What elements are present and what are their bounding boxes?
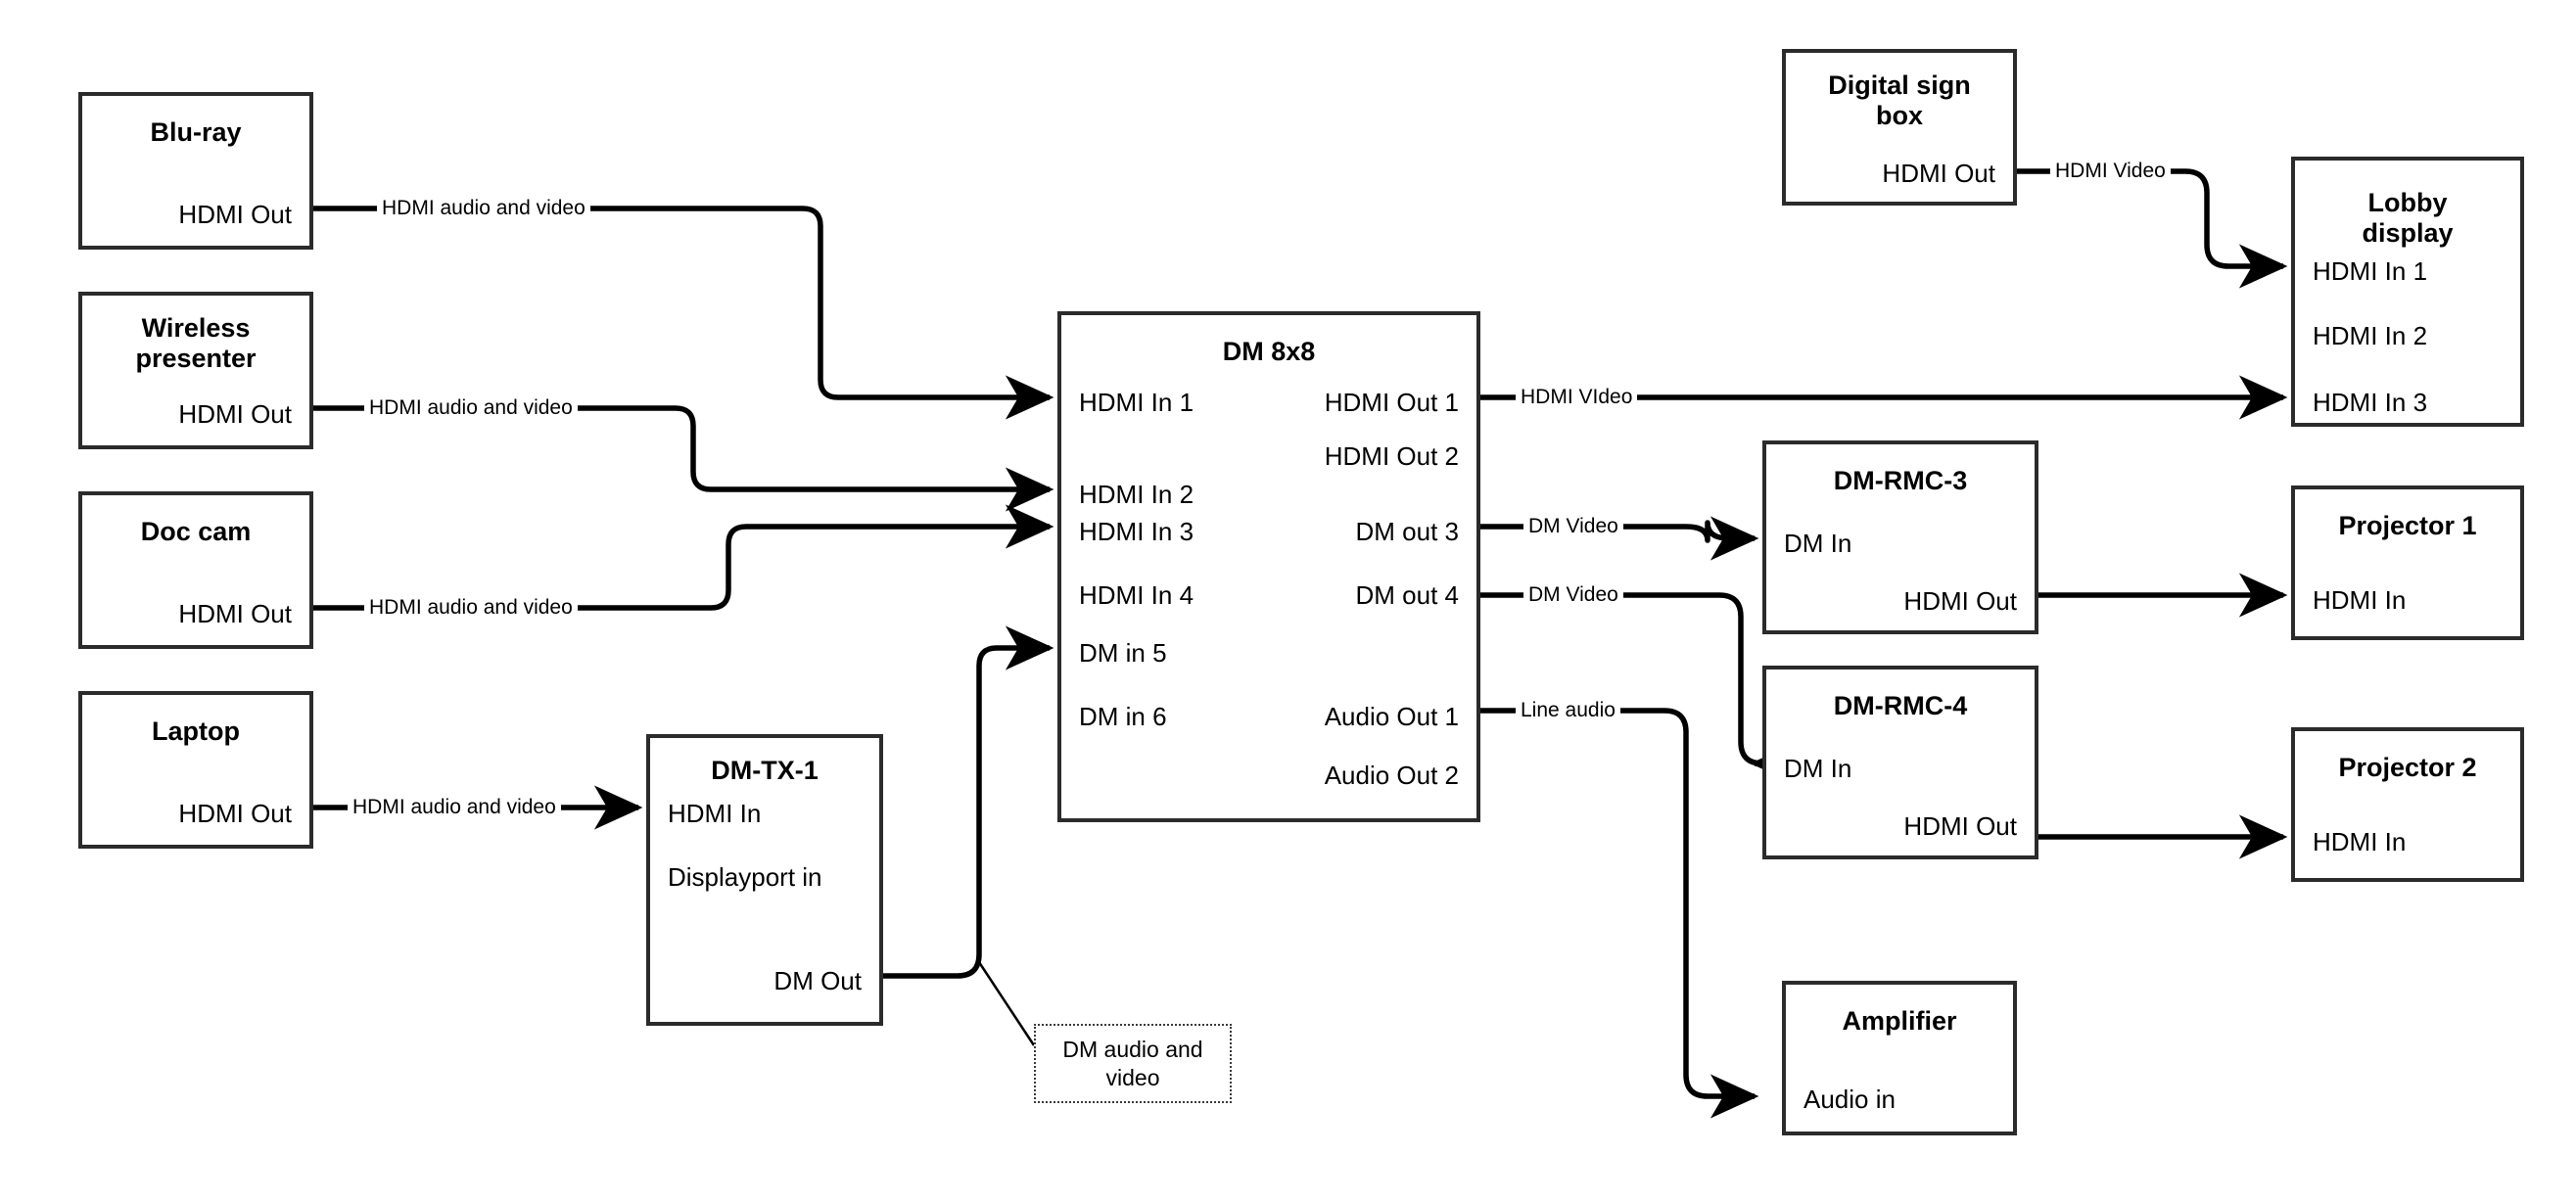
node-dm-rmc-4-port-hdmi-out: HDMI Out bbox=[1903, 811, 2017, 841]
node-laptop-title: Laptop bbox=[152, 716, 240, 746]
node-dm-8x8-input-dm-in-5: DM in 5 bbox=[1079, 638, 1167, 668]
node-dm-tx-1-port-dm-out: DM Out bbox=[773, 966, 862, 995]
wire-label-wireless-to-dm: HDMI audio and video bbox=[364, 397, 578, 418]
node-dm-tx-1-port-hdmi-in: HDMI In bbox=[668, 799, 762, 828]
node-dm-8x8-title: DM 8x8 bbox=[1222, 337, 1316, 366]
node-wireless-presenter-title: Wireless presenter bbox=[135, 313, 257, 374]
node-lobby-display-title: Lobby display bbox=[2362, 188, 2454, 249]
wire-bluray-to-dm-in1 bbox=[313, 206, 1054, 420]
node-amplifier-port-audio-in: Audio in bbox=[1803, 1085, 1896, 1114]
node-projector-2-title: Projector 2 bbox=[2338, 753, 2477, 782]
node-dm-rmc-3-title: DM-RMC-3 bbox=[1833, 466, 1968, 495]
node-lobby-display-port-hdmi-in-1: HDMI In 1 bbox=[2313, 256, 2428, 286]
wire-wireless-to-dm-in2 bbox=[313, 405, 1054, 512]
node-dm-rmc-3[interactable]: DM-RMC-3 DM In HDMI Out bbox=[1762, 440, 2038, 634]
node-dm-8x8-output-hdmi-out-1: HDMI Out 1 bbox=[1324, 388, 1459, 417]
node-dm-8x8[interactable]: DM 8x8 HDMI In 1 HDMI In 2 HDMI In 3 HDM… bbox=[1057, 311, 1480, 822]
node-dm-8x8-input-hdmi-in-2: HDMI In 2 bbox=[1079, 480, 1194, 509]
node-dm-8x8-output-audio-out-2: Audio Out 2 bbox=[1324, 761, 1459, 790]
node-dm-8x8-input-dm-in-6: DM in 6 bbox=[1079, 702, 1167, 731]
node-bluray[interactable]: Blu-ray HDMI Out bbox=[78, 92, 313, 250]
node-lobby-display-port-hdmi-in-2: HDMI In 2 bbox=[2313, 321, 2428, 350]
wire-label-dm-out1-to-lobby: HDMI VIdeo bbox=[1516, 387, 1638, 407]
node-laptop[interactable]: Laptop HDMI Out bbox=[78, 691, 313, 849]
node-laptop-port-hdmi-out: HDMI Out bbox=[178, 799, 292, 828]
node-dm-8x8-input-hdmi-in-3: HDMI In 3 bbox=[1079, 517, 1194, 546]
node-dm-tx-1-title: DM-TX-1 bbox=[711, 756, 819, 785]
node-doc-cam-title: Doc cam bbox=[140, 517, 252, 546]
wire-label-digitalsign-to-lobby: HDMI Video bbox=[2050, 161, 2171, 181]
wire-dm-audio1-to-amplifier bbox=[1480, 708, 1759, 1119]
node-wireless-presenter[interactable]: Wireless presenter HDMI Out bbox=[78, 292, 313, 449]
node-dm-8x8-output-dm-out-3: DM out 3 bbox=[1355, 517, 1460, 546]
node-dm-8x8-output-dm-out-4: DM out 4 bbox=[1355, 580, 1460, 610]
node-dm-rmc-4-port-dm-in: DM In bbox=[1784, 754, 1852, 783]
node-dm-tx-1-port-displayport-in: Displayport in bbox=[668, 862, 822, 892]
node-lobby-display[interactable]: Lobby display HDMI In 1 HDMI In 2 HDMI I… bbox=[2291, 157, 2524, 427]
wire-label-dm-audio1-to-amp: Line audio bbox=[1516, 700, 1620, 720]
wire-label-bluray-to-dm: HDMI audio and video bbox=[377, 198, 590, 218]
wire-label-dm-out4-to-rmc4: DM Video bbox=[1523, 584, 1623, 605]
node-dm-8x8-output-audio-out-1: Audio Out 1 bbox=[1324, 702, 1459, 731]
node-dm-8x8-output-hdmi-out-2: HDMI Out 2 bbox=[1324, 441, 1459, 471]
node-dm-rmc-4-title: DM-RMC-4 bbox=[1833, 691, 1968, 720]
node-dm-rmc-3-port-dm-in: DM In bbox=[1784, 529, 1852, 558]
node-projector-1[interactable]: Projector 1 HDMI In bbox=[2291, 485, 2524, 640]
wire-dmtx1-to-dm-in5 bbox=[883, 625, 1054, 979]
node-projector-1-title: Projector 1 bbox=[2338, 511, 2477, 540]
node-dm-8x8-input-hdmi-in-1: HDMI In 1 bbox=[1079, 388, 1194, 417]
wire-label-doccam-to-dm: HDMI audio and video bbox=[364, 597, 578, 618]
node-projector-2-port-hdmi-in: HDMI In bbox=[2313, 827, 2407, 856]
node-wireless-presenter-port-hdmi-out: HDMI Out bbox=[178, 399, 292, 429]
annotation-dm-audio-and-video: DM audio and video bbox=[1034, 1024, 1232, 1103]
annotation-dm-audio-and-video-text: DM audio and video bbox=[1062, 1036, 1203, 1090]
node-bluray-port-hdmi-out: HDMI Out bbox=[178, 200, 292, 229]
node-projector-1-port-hdmi-in: HDMI In bbox=[2313, 585, 2407, 615]
node-amplifier-title: Amplifier bbox=[1842, 1006, 1957, 1036]
node-dm-tx-1[interactable]: DM-TX-1 HDMI In Displayport in DM Out bbox=[646, 734, 883, 1026]
node-amplifier[interactable]: Amplifier Audio in bbox=[1782, 981, 2017, 1135]
wire-label-laptop-to-dmtx1: HDMI audio and video bbox=[348, 797, 561, 817]
node-dm-8x8-input-hdmi-in-4: HDMI In 4 bbox=[1079, 580, 1194, 610]
node-doc-cam-port-hdmi-out: HDMI Out bbox=[178, 599, 292, 628]
node-projector-2[interactable]: Projector 2 HDMI In bbox=[2291, 727, 2524, 882]
node-digital-sign-box-port-hdmi-out: HDMI Out bbox=[1882, 159, 1995, 188]
node-bluray-title: Blu-ray bbox=[150, 117, 242, 147]
node-dm-rmc-3-port-hdmi-out: HDMI Out bbox=[1903, 586, 2017, 616]
node-dm-rmc-4[interactable]: DM-RMC-4 DM In HDMI Out bbox=[1762, 666, 2038, 859]
node-lobby-display-port-hdmi-in-3: HDMI In 3 bbox=[2313, 388, 2428, 417]
node-digital-sign-box-title: Digital sign box bbox=[1828, 70, 1971, 131]
node-digital-sign-box[interactable]: Digital sign box HDMI Out bbox=[1782, 49, 2017, 206]
wire-dm-out4-to-rmc4 bbox=[1480, 592, 1800, 786]
node-doc-cam[interactable]: Doc cam HDMI Out bbox=[78, 491, 313, 649]
leader-line-dm-audio-video-note bbox=[975, 958, 1036, 1046]
wire-label-dm-out3-to-rmc3: DM Video bbox=[1523, 516, 1623, 536]
